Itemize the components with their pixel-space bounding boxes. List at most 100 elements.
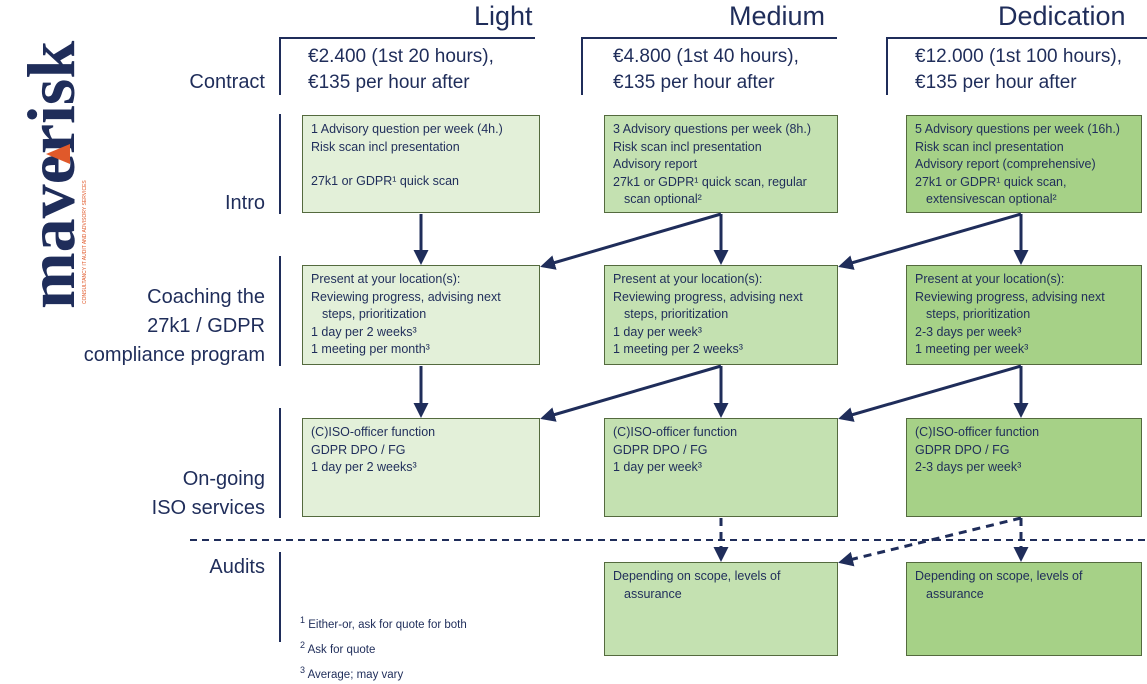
arrow-coaching-dedication-diag (838, 364, 1022, 422)
intro-dedication-line1: 5 Advisory questions per week (16h.) (915, 122, 1120, 136)
footnotes: 1 Either-or, ask for quote for both 2 As… (300, 610, 467, 684)
coaching-dedication-line4: 2-3 days per week³ (915, 324, 1022, 339)
coaching-light-line2: Reviewing progress, advising next (311, 289, 501, 304)
coaching-dedication-line5: 1 meeting per week³ (915, 342, 1029, 356)
ongoing-card-light: (C)ISO-officer function GDPR DPO / FG 1 … (302, 418, 540, 517)
row-label-intro: Intro (224, 192, 265, 214)
ongoing-dedication-line3: 2-3 days per week³ (915, 460, 1022, 474)
maverisk-logo: maverisk CONSULTANCY IT AUDIT AND ADVISO… (2, 4, 92, 314)
logo-accent (46, 144, 70, 164)
footnote-2-text: Ask for quote (307, 643, 376, 656)
ongoing-light-line1: (C)ISO-officer function (311, 425, 436, 439)
row-label-ongoing: On-going ISO services (152, 465, 265, 523)
coaching-dedication-line1: Present at your location(s): (915, 272, 1065, 286)
footnote-1: 1 Either-or, ask for quote for both (300, 610, 467, 635)
arrow-ongoing-dedication-diag (838, 516, 1022, 567)
intro-light-line4: 27k1 or GDPR¹ quick scan (311, 174, 459, 188)
price-light-line1: €2.400 (1st 20 hours), (308, 46, 494, 67)
coaching-medium-line1: Present at your location(s): (613, 272, 763, 286)
audits-dedication-line1: Depending on scope, levels of (915, 569, 1083, 583)
coaching-medium-line2: Reviewing progress, advising next (613, 289, 803, 304)
row-label-coaching: Coaching the 27k1 / GDPR compliance prog… (84, 283, 265, 370)
intro-medium-line5: scan optional² (624, 192, 702, 206)
footnote-3-text: Average; may vary (307, 668, 404, 681)
coaching-light-line3: steps, prioritization (322, 307, 427, 321)
intro-card-medium: 3 Advisory questions per week (8h.) Risk… (604, 115, 838, 213)
ongoing-card-medium: (C)ISO-officer function GDPR DPO / FG 1 … (604, 418, 838, 517)
row-label-coaching-line2: 27k1 / GDPR (147, 315, 265, 337)
row-label-ongoing-line1: On-going (182, 468, 265, 490)
ongoing-medium-line1: (C)ISO-officer function (613, 425, 738, 439)
coaching-card-light: Present at your location(s): Reviewing p… (302, 265, 540, 365)
audits-dedication-line2: assurance (926, 586, 984, 601)
row-bar-intro (279, 114, 281, 214)
audits-medium-line1: Depending on scope, levels of (613, 569, 781, 583)
intro-dedication-line3: Advisory report (comprehensive) (915, 157, 1096, 171)
logo-tagline: CONSULTANCY IT AUDIT AND ADVISORY SERVIC… (82, 180, 88, 304)
row-label-coaching-line3: compliance program (83, 344, 265, 366)
arrow-intro-medium-diag (540, 212, 722, 270)
coaching-light-line5: 1 meeting per month³ (311, 342, 430, 356)
coaching-dedication-line2: Reviewing progress, advising next (915, 289, 1105, 304)
audits-card-dedication: Depending on scope, levels of assurance (906, 562, 1142, 656)
intro-medium-line3: Advisory report (613, 157, 698, 171)
price-dedication-line1: €12.000 (1st 100 hours), (915, 46, 1123, 67)
coaching-medium-line3: steps, prioritization (624, 307, 729, 321)
intro-medium-line2: Risk scan incl presentation (613, 139, 762, 154)
coaching-light-line4: 1 day per 2 weeks³ (311, 324, 417, 339)
tier-box-medium (581, 37, 837, 95)
tier-title-light: Light (474, 1, 533, 31)
ongoing-dedication-line2: GDPR DPO / FG (915, 442, 1010, 457)
coaching-card-medium: Present at your location(s): Reviewing p… (604, 265, 838, 365)
arrow-coaching-medium-diag (540, 364, 722, 422)
row-bar-ongoing (279, 408, 281, 518)
arrow-intro-dedication-diag (838, 212, 1022, 270)
tier-title-dedication: Dedication (998, 1, 1126, 31)
row-bar-audits (279, 552, 281, 642)
ongoing-medium-line3: 1 day per week³ (613, 460, 702, 474)
ongoing-card-dedication: (C)ISO-officer function GDPR DPO / FG 2-… (906, 418, 1142, 517)
audits-card-medium: Depending on scope, levels of assurance (604, 562, 838, 656)
intro-dedication-line4: 27k1 or GDPR¹ quick scan, (915, 174, 1067, 189)
footnote-1-mark: 1 (300, 615, 306, 625)
ongoing-medium-line2: GDPR DPO / FG (613, 442, 708, 457)
intro-dedication-line2: Risk scan incl presentation (915, 139, 1064, 154)
coaching-dedication-line3: steps, prioritization (926, 307, 1031, 321)
coaching-card-dedication: Present at your location(s): Reviewing p… (906, 265, 1142, 365)
intro-medium-line4: 27k1 or GDPR¹ quick scan, regular (613, 174, 807, 189)
intro-card-light: 1 Advisory question per week (4h.) Risk … (302, 115, 540, 213)
logo-wordmark: maverisk (13, 41, 89, 309)
price-medium: €4.800 (1st 40 hours), €135 per hour aft… (613, 44, 799, 96)
footnote-3-mark: 3 (300, 664, 306, 675)
logo-graphic: maverisk CONSULTANCY IT AUDIT AND ADVISO… (13, 41, 89, 309)
tier-box-dedication (886, 37, 1147, 95)
row-label-ongoing-line2: ISO services (151, 497, 265, 519)
ongoing-light-line2: GDPR DPO / FG (311, 442, 406, 457)
price-dedication: €12.000 (1st 100 hours), €135 per hour a… (915, 44, 1122, 96)
footnote-2-mark: 2 (300, 639, 306, 650)
price-medium-line2: €135 per hour after (613, 72, 775, 93)
intro-light-line2: Risk scan incl presentation (311, 139, 460, 154)
coaching-medium-line5: 1 meeting per 2 weeks³ (613, 342, 743, 356)
coaching-medium-line4: 1 day per week³ (613, 324, 702, 339)
intro-card-dedication: 5 Advisory questions per week (16h.) Ris… (906, 115, 1142, 213)
intro-light-gap (311, 156, 531, 173)
price-medium-line1: €4.800 (1st 40 hours), (613, 46, 799, 67)
ongoing-dedication-line1: (C)ISO-officer function (915, 425, 1040, 439)
audits-medium-line2: assurance (624, 586, 682, 601)
footnote-1-text: Either-or, ask for quote for both (308, 618, 467, 631)
price-light-line2: €135 per hour after (308, 72, 470, 93)
coaching-light-line1: Present at your location(s): (311, 272, 461, 286)
row-label-coaching-line1: Coaching the (147, 286, 265, 308)
tier-box-light (279, 37, 535, 95)
intro-medium-line1: 3 Advisory questions per week (8h.) (613, 122, 812, 136)
ongoing-light-line3: 1 day per 2 weeks³ (311, 460, 417, 474)
price-light: €2.400 (1st 20 hours), €135 per hour aft… (308, 44, 494, 96)
intro-dedication-line5: extensivescan optional² (926, 192, 1057, 206)
footnote-2: 2 Ask for quote (300, 635, 467, 660)
row-label-audits: Audits (209, 556, 265, 578)
intro-light-line1: 1 Advisory question per week (4h.) (311, 122, 503, 136)
row-bar-coaching (279, 256, 281, 366)
row-label-contract: Contract (189, 71, 265, 93)
price-dedication-line2: €135 per hour after (915, 72, 1077, 93)
